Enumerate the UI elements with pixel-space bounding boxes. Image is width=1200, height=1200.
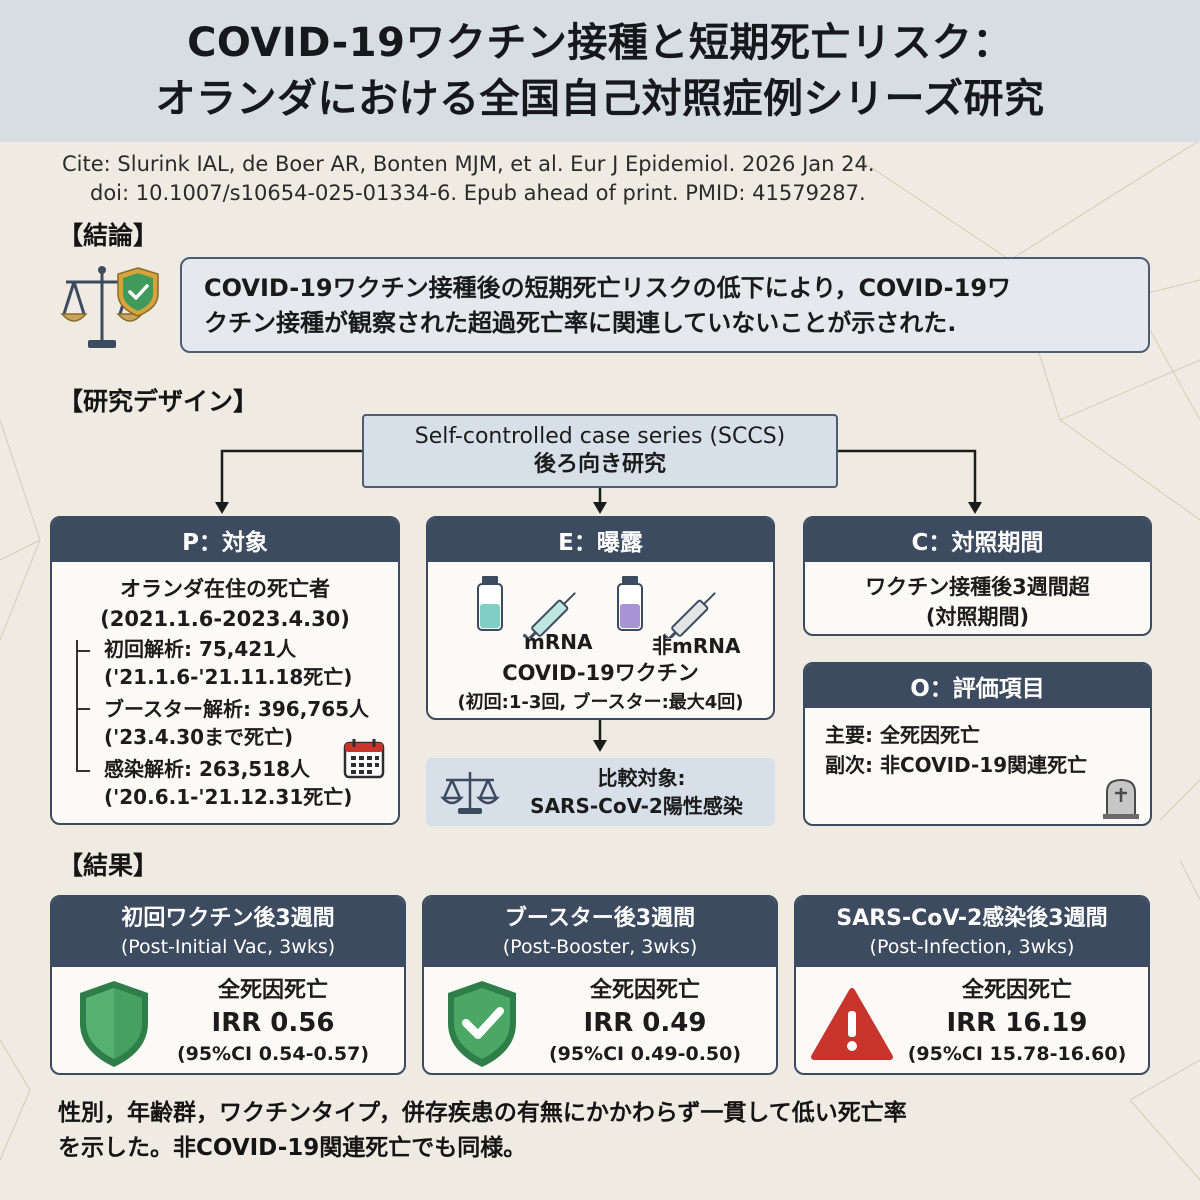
comparison-box: 比較対象: SARS-CoV-2陽性感染 — [426, 758, 775, 826]
control-card: C：対照期間 ワクチン接種後3週間超 (対照期間) — [803, 516, 1152, 636]
title-bar: COVID-19ワクチン接種と短期死亡リスク： オランダにおける全国自己対照症例… — [0, 0, 1200, 142]
sccs-subtitle: 後ろ向き研究 — [533, 452, 666, 477]
exposure-header: E：曝露 — [428, 518, 773, 562]
gravestone-icon — [1103, 778, 1139, 819]
population-item-booster-range: ('23.4.30まで死亡) — [104, 725, 294, 749]
control-line-2: (対照期間) — [925, 605, 1030, 629]
citation-line-1: Cite: Slurink IAL, de Boer AR, Bonten MJ… — [62, 152, 875, 176]
sccs-title: Self-controlled case series (SCCS) — [414, 424, 786, 449]
result-infection-irr: IRR 16.19 — [946, 1008, 1088, 1038]
exposure-mrna-label: mRNA — [524, 630, 593, 654]
result-booster-irr: IRR 0.49 — [583, 1008, 707, 1038]
result-card-infection: SARS-CoV-2感染後3週間 (Post-Infection, 3wks) … — [794, 895, 1150, 1075]
result-booster-ci: (95%CI 0.49-0.50) — [548, 1043, 742, 1065]
exposure-non-mrna-label: 非mRNA — [652, 634, 741, 658]
result-initial-ci: (95%CI 0.54-0.57) — [176, 1043, 370, 1065]
population-item-infection-range: ('20.6.1-'21.12.31死亡) — [104, 785, 353, 809]
exposure-detail: (初回:1-3回, ブースター:最大4回) — [457, 692, 744, 713]
population-line-1: オランダ在住の死亡者 — [120, 577, 330, 601]
result-initial-metric: 全死因死亡 — [217, 978, 328, 1003]
result-infection-title: SARS-CoV-2感染後3週間 — [836, 906, 1108, 931]
mrna-vial-syringe-icon — [477, 576, 576, 638]
design-heading: 【研究デザイン】 — [58, 387, 259, 416]
warning-icon — [811, 988, 893, 1060]
result-booster-title: ブースター後3週間 — [504, 906, 696, 931]
scale-icon — [440, 772, 500, 814]
shield-check-icon — [448, 981, 516, 1067]
result-booster-subtitle: (Post-Booster, 3wks) — [502, 936, 698, 958]
results-heading: 【結果】 — [58, 851, 159, 880]
conclusion-line-2: クチン接種が観察された超過死亡率に関連していないことが示された. — [204, 309, 957, 337]
result-booster-metric: 全死因死亡 — [589, 978, 700, 1003]
population-card: P：対象 オランダ在住の死亡者 (2021.1.6-2023.4.30) 初回解… — [50, 516, 400, 825]
result-initial-subtitle: (Post-Initial Vac, 3wks) — [120, 936, 336, 958]
non-mrna-vial-syringe-icon — [617, 576, 716, 638]
shield-icon — [80, 981, 148, 1067]
result-initial-irr: IRR 0.56 — [211, 1008, 335, 1038]
population-item-booster: ブースター解析: 396,765人 — [104, 697, 370, 721]
title-line-1: COVID-19ワクチン接種と短期死亡リスク： — [187, 20, 1013, 66]
scale-shield-icon — [60, 266, 159, 348]
comparison-title: 比較対象: — [597, 766, 686, 790]
result-card-booster: ブースター後3週間 (Post-Booster, 3wks) 全死因死亡 IRR… — [422, 895, 778, 1075]
population-header: P：対象 — [52, 518, 398, 562]
exposure-vaccine: COVID-19ワクチン — [502, 661, 699, 685]
outcome-card: O：評価項目 主要: 全死因死亡 副次: 非COVID-19関連死亡 — [803, 662, 1152, 826]
comparison-value: SARS-CoV-2陽性感染 — [530, 794, 743, 818]
exposure-card: E：曝露 mRNA 非mRNA COVID-19ワクチン (初回:1-3回, ブ… — [426, 516, 775, 720]
citation: Cite: Slurink IAL, de Boer AR, Bonten MJ… — [62, 150, 1162, 208]
results-note: 性別，年齢群，ワクチンタイプ，併存疾患の有無にかかわらず一貫して低い死亡率 を示… — [58, 1096, 1148, 1166]
outcome-header: O：評価項目 — [805, 664, 1150, 708]
population-item-initial: 初回解析: 75,421人 — [104, 637, 297, 661]
conclusion-line-1: COVID-19ワクチン接種後の短期死亡リスクの低下により，COVID-19ワ — [204, 274, 1012, 302]
control-line-1: ワクチン接種後3週間超 — [865, 575, 1090, 599]
outcome-primary: 主要: 全死因死亡 — [825, 723, 980, 747]
title-line-2: オランダにおける全国自己対照症例シリーズ研究 — [155, 76, 1045, 122]
result-initial-title: 初回ワクチン後3週間 — [121, 906, 335, 931]
outcome-secondary: 副次: 非COVID-19関連死亡 — [825, 753, 1088, 777]
sccs-box: Self-controlled case series (SCCS) 後ろ向き研… — [362, 414, 838, 488]
results-note-line-2: を示した。非COVID-19関連死亡でも同様。 — [58, 1135, 527, 1161]
population-item-initial-range: ('21.1.6-'21.11.18死亡) — [104, 665, 353, 689]
conclusion-heading: 【結論】 — [58, 221, 159, 250]
result-infection-subtitle: (Post-Infection, 3wks) — [869, 936, 1075, 958]
result-card-initial: 初回ワクチン後3週間 (Post-Initial Vac, 3wks) 全死因死… — [50, 895, 406, 1075]
result-infection-ci: (95%CI 15.78-16.60) — [907, 1043, 1127, 1065]
citation-line-2: doi: 10.1007/s10654-025-01334-6. Epub ah… — [90, 181, 866, 205]
population-item-infection: 感染解析: 263,518人 — [104, 757, 311, 781]
control-header: C：対照期間 — [805, 518, 1150, 562]
results-note-line-1: 性別，年齢群，ワクチンタイプ，併存疾患の有無にかかわらず一貫して低い死亡率 — [58, 1100, 907, 1126]
result-infection-metric: 全死因死亡 — [961, 978, 1072, 1003]
population-line-2: (2021.1.6-2023.4.30) — [100, 607, 350, 631]
conclusion-box: COVID-19ワクチン接種後の短期死亡リスクの低下により，COVID-19ワ … — [180, 257, 1150, 353]
calendar-icon — [343, 739, 385, 779]
